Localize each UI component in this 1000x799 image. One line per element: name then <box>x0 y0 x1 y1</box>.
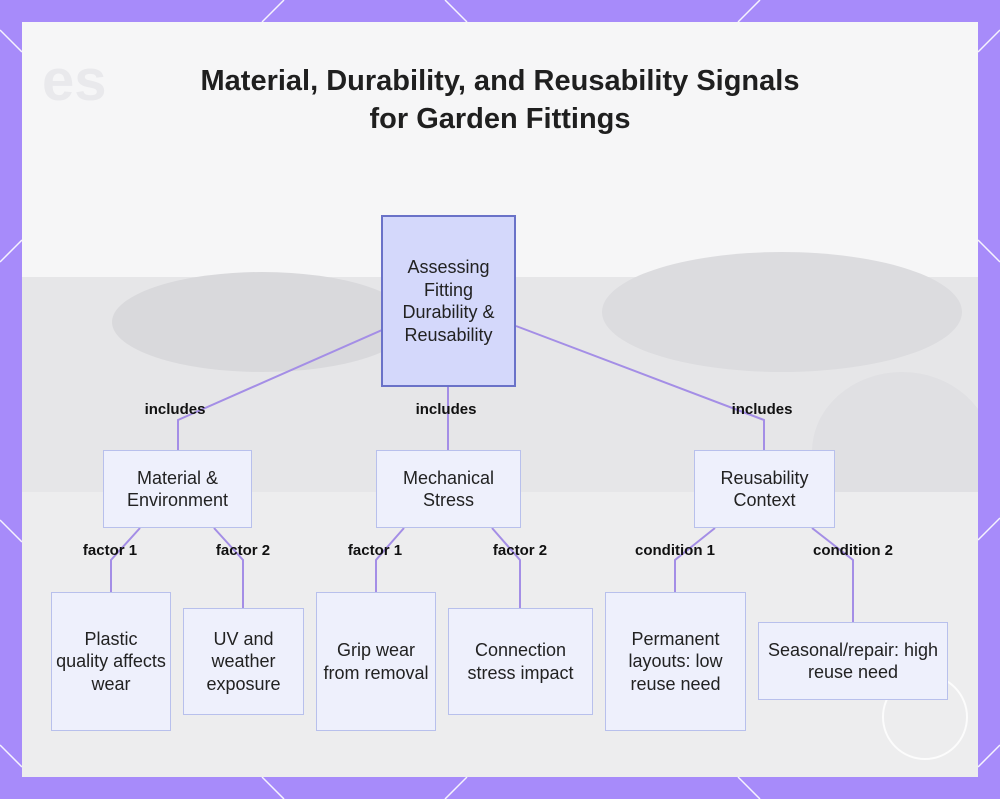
edge-reusability-permanent <box>674 527 716 592</box>
node-mechanical-stress: Mechanical Stress <box>376 450 521 528</box>
edge-root-material <box>177 329 383 450</box>
node-uv-weather: UV and weather exposure <box>183 608 304 715</box>
edge-label-factor-2b: factor 2 <box>492 542 548 559</box>
edge-material-uv <box>213 527 244 608</box>
node-root: Assessing Fitting Durability & Reusabili… <box>381 215 516 387</box>
node-material-environment: Material & Environment <box>103 450 252 528</box>
edge-mechanical-grip <box>375 527 405 592</box>
edge-root-reusability <box>515 325 765 450</box>
node-reusability-context: Reusability Context <box>694 450 835 528</box>
node-plastic-quality: Plastic quality affects wear <box>51 592 171 731</box>
edge-label-condition-2: condition 2 <box>813 542 893 559</box>
edge-label-includes-1: includes <box>144 401 206 418</box>
edge-label-factor-2a: factor 2 <box>215 542 271 559</box>
edge-label-includes-3: includes <box>731 401 793 418</box>
edge-mechanical-connection <box>491 527 521 608</box>
edge-reusability-seasonal <box>811 527 854 622</box>
edge-material-plastic <box>110 527 141 592</box>
edge-label-includes-2: includes <box>415 401 477 418</box>
node-connection-stress: Connection stress impact <box>448 608 593 715</box>
node-permanent-layouts: Permanent layouts: low reuse need <box>605 592 746 731</box>
node-grip-wear: Grip wear from removal <box>316 592 436 731</box>
node-seasonal-repair: Seasonal/repair: high reuse need <box>758 622 948 700</box>
diagram-title: Material, Durability, and Reusability Si… <box>200 65 800 135</box>
edge-label-factor-1b: factor 1 <box>347 542 403 559</box>
faded-background-text: es <box>42 48 107 113</box>
edge-label-factor-1a: factor 1 <box>82 542 138 559</box>
edge-label-condition-1: condition 1 <box>635 542 715 559</box>
